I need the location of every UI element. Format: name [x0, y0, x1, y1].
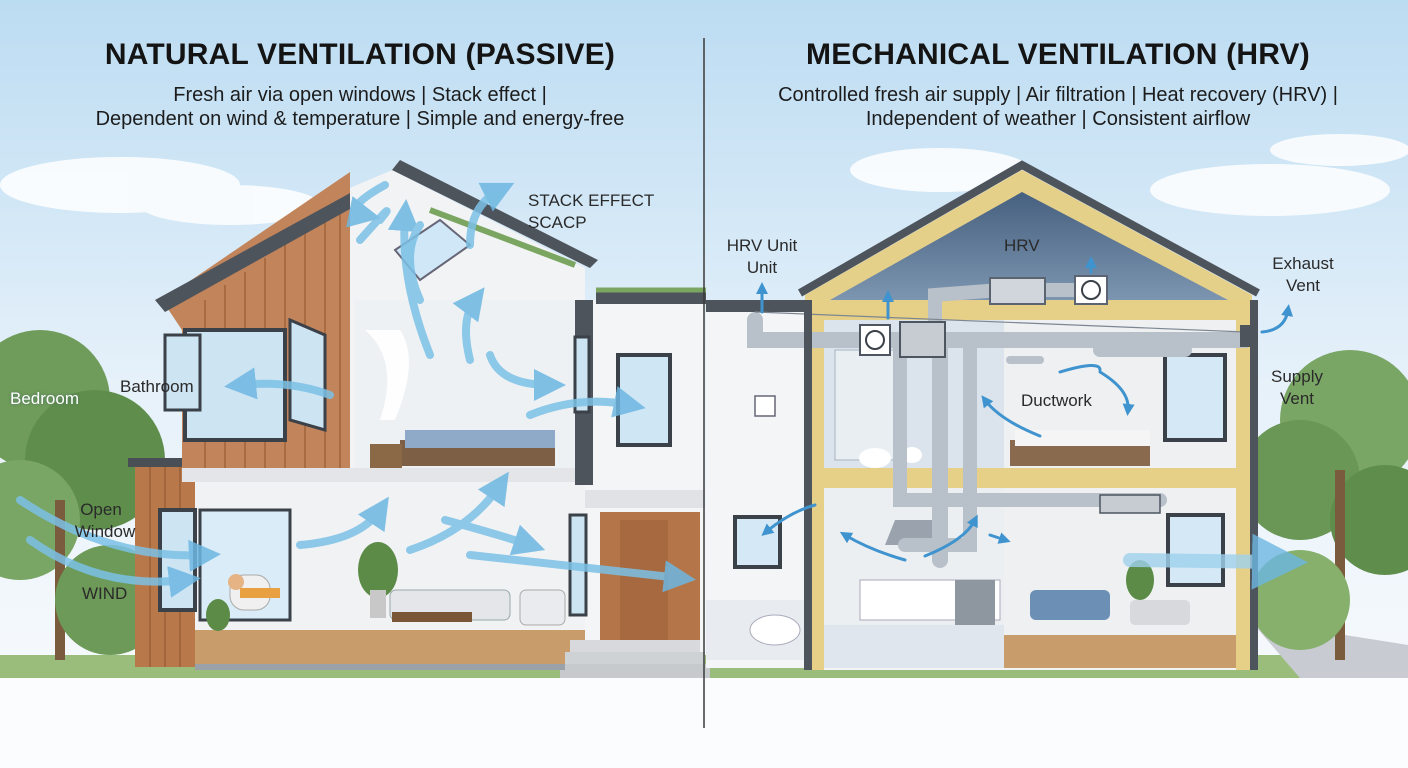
- hrv-unit-label: HRV Unit: [726, 236, 798, 255]
- open-window-label: Open: [80, 500, 122, 519]
- supply-vent-label-2: Vent: [1279, 389, 1315, 408]
- trees-right: [1240, 350, 1408, 660]
- clouds: [0, 134, 1408, 225]
- hrv-unit-label-2: Unit: [746, 258, 778, 277]
- wind-label: WIND: [82, 584, 128, 603]
- supply-vent-airflow: [1123, 533, 1308, 590]
- right-house: [706, 160, 1260, 670]
- natural-airflow-arrows: [16, 181, 696, 598]
- duct-outlines: [754, 311, 1246, 333]
- bathroom-label: Bathroom: [120, 377, 194, 396]
- exhaust-vent-label: Exhaust: [1272, 254, 1334, 273]
- ductwork-pipes: [747, 283, 1253, 568]
- stack-effect-label: STACK EFFECT: [528, 191, 655, 210]
- hrv-label: HRV: [1004, 236, 1040, 255]
- supply-vent-label: Supply: [1271, 367, 1323, 386]
- ductwork-label: Ductwork: [1021, 391, 1092, 410]
- mechanical-airflow-arrows: [756, 256, 1294, 562]
- left-title: NATURAL VENTILATION (PASSIVE): [104, 38, 616, 71]
- right-subtitle-line1: Controlled fresh air supply | Air filtra…: [778, 84, 1338, 106]
- exhaust-vent-label-2: Vent: [1285, 276, 1321, 295]
- left-subtitle-line1: Fresh air via open windows | Stack effec…: [173, 84, 547, 106]
- bedroom-label: Bedroom: [10, 389, 79, 408]
- stack-effect-label-2: SCACP: [528, 213, 587, 232]
- right-title: MECHANICAL VENTILATION (HRV): [806, 38, 1310, 71]
- left-subtitle-line2: Dependent on wind & temperature | Simple…: [95, 108, 625, 130]
- open-window-label-2: Window: [74, 522, 136, 541]
- right-subtitle-line2: Independent of weather | Consistent airf…: [865, 108, 1251, 130]
